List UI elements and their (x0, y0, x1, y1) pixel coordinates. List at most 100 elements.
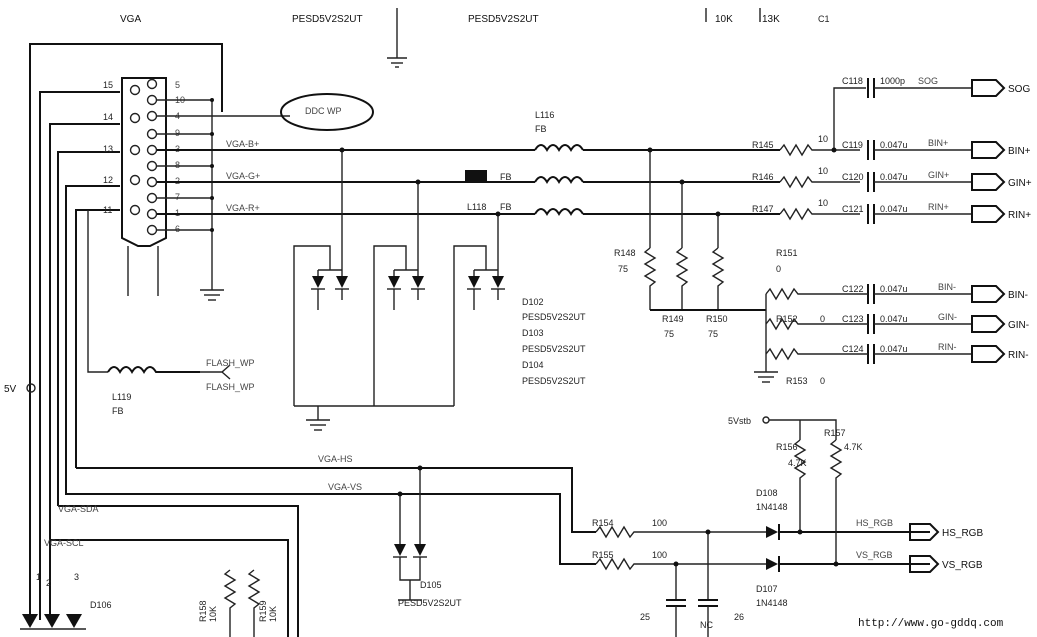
vga-connector (121, 77, 167, 247)
tag-vs-rgb: VS_RGB (856, 550, 893, 560)
r154-value: 100 (652, 518, 667, 528)
header-c1: C1 (818, 14, 830, 24)
r152-value: 0 (820, 314, 825, 324)
out-rin-p: RIN+ (1008, 210, 1031, 221)
num-3: 3 (74, 572, 79, 582)
ddc-wp-label: DDC WP (305, 106, 342, 116)
c123-value: 0.047u (880, 314, 908, 324)
d102-part: PESD5V2S2UT (522, 312, 586, 322)
r148-value: 75 (618, 264, 628, 274)
hs-rgb-port (909, 523, 940, 541)
pin-7: 7 (175, 192, 180, 202)
out-gin-p: GIN+ (1008, 178, 1032, 189)
r147-label: R147 (752, 204, 774, 214)
d106-value: 1N4148 (756, 502, 788, 512)
5v-label: 5V (4, 384, 17, 395)
header-10k: 10K (715, 14, 733, 25)
r151-value: 0 (776, 264, 781, 274)
r148-label: R148 (614, 248, 636, 258)
out-rin-m: RIN- (1008, 350, 1029, 361)
d106-diode (766, 526, 778, 538)
num-1: 1 (36, 572, 41, 582)
d105-diode-b (414, 544, 426, 556)
pin-13: 13 (103, 144, 113, 154)
c118-label: C118 (842, 76, 863, 86)
net-vga-g: VGA-G+ (226, 171, 260, 181)
r149-label: R149 (662, 314, 684, 324)
c122-value: 0.047u (880, 284, 908, 294)
header-pesd-left: PESD5V2S2UT (292, 14, 363, 25)
l118-fb: FB (500, 202, 512, 212)
r159-value: 10K (268, 606, 278, 622)
c120-value: 0.047u (880, 172, 908, 182)
d106-bottom-label: D106 (90, 600, 112, 610)
pin-11: 11 (103, 205, 112, 215)
l116-fb: FB (535, 124, 547, 134)
net-vga-r: VGA-R+ (226, 203, 260, 213)
l119-label: L119 (112, 392, 131, 402)
pin-8: 8 (175, 160, 180, 170)
output-ports (971, 79, 1006, 363)
d106-bottom-diodes (20, 614, 86, 630)
r149-value: 75 (664, 329, 674, 339)
tag-rin-p: RIN+ (928, 202, 949, 212)
r158-value: 10K (208, 606, 218, 622)
d104-label: D104 (522, 360, 544, 370)
r156-label: R156 (776, 442, 798, 452)
r153-label: R153 (786, 376, 808, 386)
tag-bin-m: BIN- (938, 282, 956, 292)
r155-label: R155 (592, 550, 614, 560)
num-2: 2 (46, 578, 51, 588)
r150-label: R150 (706, 314, 728, 324)
l117-fb: FB (500, 172, 512, 182)
tag-rin-m: RIN- (938, 342, 957, 352)
d107-diode (766, 558, 778, 570)
r145-label: R145 (752, 140, 774, 150)
r146-value: 10 (818, 166, 828, 176)
l116-label: L116 (535, 110, 554, 120)
net-vga-scl: VGA-SCL (44, 538, 84, 548)
vga-title: VGA (120, 14, 141, 25)
r154-label: R154 (592, 518, 614, 528)
d107-value: 1N4148 (756, 598, 788, 608)
tag-bin-p: BIN+ (928, 138, 948, 148)
pin-5: 5 (175, 80, 180, 90)
c119-value: 0.047u (880, 140, 908, 150)
d103-part: PESD5V2S2UT (522, 344, 586, 354)
header-pesd-mid: PESD5V2S2UT (468, 14, 539, 25)
c120-label: C120 (842, 172, 864, 182)
header-13k: 13K (762, 14, 780, 25)
d105-part: PESD5V2S2UT (398, 598, 462, 608)
d102-label: D102 (522, 297, 544, 307)
l119-fb: FB (112, 406, 124, 416)
5vstb-label: 5Vstb (728, 416, 751, 426)
coupling-capacitors (867, 78, 875, 364)
out-hs-rgb: HS_RGB (942, 528, 983, 539)
flash-wp-1: FLASH_WP (206, 358, 255, 368)
left-bus (29, 43, 223, 620)
pin-15: 15 (103, 80, 113, 90)
r158-label: R158 (198, 600, 208, 622)
tag-gin-m: GIN- (938, 312, 957, 322)
c123-label: C123 (842, 314, 864, 324)
r155-value: 100 (652, 550, 667, 560)
pin-12: 12 (103, 175, 113, 185)
pin-6: 6 (175, 224, 180, 234)
cap-26: 26 (734, 612, 744, 622)
pin-14: 14 (103, 112, 113, 122)
r159-label: R159 (258, 600, 268, 622)
c124-label: C124 (842, 344, 864, 354)
c119-label: C119 (842, 140, 863, 150)
r147-value: 10 (818, 198, 828, 208)
out-gin-m: GIN- (1008, 320, 1029, 331)
d103-label: D103 (522, 328, 544, 338)
l118-label: L118 (467, 202, 486, 212)
cap-nc: NC (700, 620, 713, 630)
r153-value: 0 (820, 376, 825, 386)
cap-25: 25 (640, 612, 650, 622)
d105-diode-a (394, 544, 406, 556)
tag-hs-rgb: HS_RGB (856, 518, 893, 528)
r156-value: 4.7K (788, 458, 807, 468)
flash-wp-2: FLASH_WP (206, 382, 255, 392)
